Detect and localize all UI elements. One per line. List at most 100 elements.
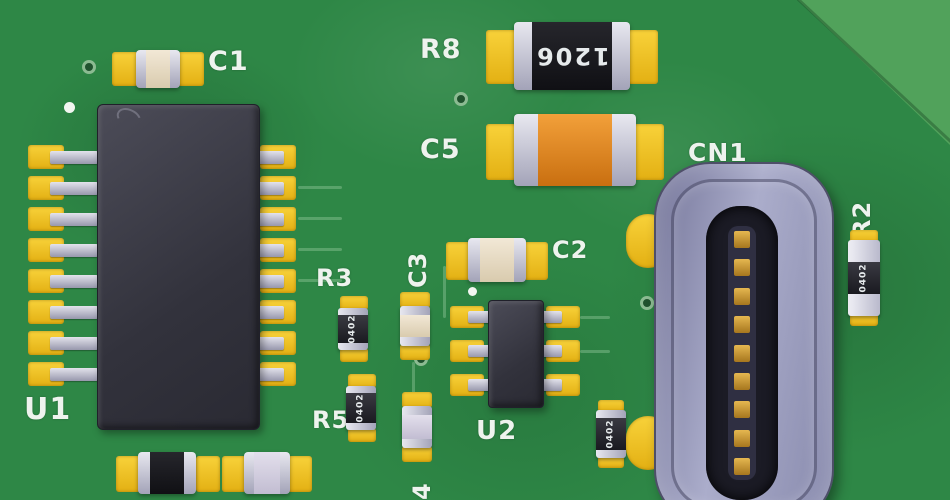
c5-label: C5	[420, 134, 461, 165]
pad	[340, 348, 368, 362]
usb-receptacle-slot	[706, 206, 778, 500]
terminal	[338, 308, 368, 315]
pad	[524, 242, 548, 280]
trace	[412, 362, 415, 394]
component-body	[254, 452, 280, 494]
c4-label-partial: 4	[408, 482, 436, 500]
r5-label: R5	[312, 406, 350, 434]
pin	[50, 306, 98, 319]
terminal	[514, 238, 526, 282]
usb-tongue	[728, 226, 756, 480]
cn1-label: CN1	[688, 138, 748, 167]
pad	[178, 52, 204, 86]
pin1-dot-u2	[468, 287, 477, 296]
terminal	[596, 410, 626, 418]
trace	[298, 248, 342, 251]
pin	[50, 275, 98, 288]
terminal	[280, 452, 290, 494]
usb-contact-pin	[734, 316, 750, 334]
terminal	[346, 423, 376, 430]
pad	[598, 400, 624, 412]
terminal	[612, 114, 636, 186]
c3-label: C3	[404, 251, 432, 288]
pin	[50, 151, 98, 164]
via	[82, 60, 96, 74]
pin	[50, 182, 98, 195]
capacitor-body	[538, 114, 612, 186]
usb-contact-pin	[734, 458, 750, 475]
terminal	[400, 337, 430, 346]
trace	[580, 316, 610, 319]
terminal	[514, 114, 538, 186]
terminal	[400, 306, 430, 315]
pin	[468, 345, 494, 357]
pad	[112, 52, 138, 86]
terminal	[612, 22, 630, 90]
u1-label: U1	[24, 392, 72, 427]
pad	[402, 392, 432, 408]
component-body	[150, 452, 184, 494]
trace	[580, 350, 610, 353]
r2-marking: 0402	[859, 263, 869, 293]
usb-contact-pin	[734, 401, 750, 419]
terminal	[514, 22, 532, 90]
resistor-body: 0402	[338, 314, 368, 344]
capacitor-body	[480, 238, 514, 282]
capacitor-body	[400, 315, 430, 337]
terminal	[170, 50, 180, 88]
terminal	[346, 386, 376, 393]
terminal	[848, 240, 880, 262]
c1-label: C1	[208, 46, 249, 77]
pin1-arc-mark	[113, 103, 145, 133]
pad	[340, 296, 368, 310]
usb-contact-pin	[734, 287, 750, 305]
usb-contact-pin	[734, 344, 750, 362]
r8-label: R8	[420, 34, 462, 65]
pad	[446, 242, 470, 280]
usb-contact-pin	[734, 259, 750, 277]
terminal	[184, 452, 196, 494]
usb-inner-ring	[671, 179, 817, 500]
pad	[196, 456, 220, 492]
pin	[50, 244, 98, 257]
pad	[348, 428, 376, 442]
pad	[402, 446, 432, 462]
usb-contact-pin	[734, 231, 750, 248]
pad	[222, 456, 246, 492]
pin	[50, 337, 98, 350]
pad	[598, 456, 624, 468]
resistor-marking: 0402	[606, 419, 616, 449]
pad	[628, 30, 658, 84]
trace	[298, 217, 342, 220]
via	[454, 92, 468, 106]
resistor-body: 0402	[596, 418, 626, 450]
pad	[486, 124, 516, 180]
pad	[634, 124, 664, 180]
pad	[288, 456, 312, 492]
pin	[50, 213, 98, 226]
terminal	[338, 343, 368, 350]
r3-marking: 0402	[348, 314, 358, 344]
pad	[348, 374, 376, 388]
terminal	[468, 238, 480, 282]
ic-package-body	[488, 300, 544, 408]
terminal	[138, 452, 150, 494]
resistor-body: 0402	[848, 262, 880, 294]
terminal	[848, 294, 880, 316]
resistor-body: 0402	[346, 393, 376, 423]
usb-contact-pin	[734, 372, 750, 390]
terminal	[244, 452, 254, 494]
pad	[486, 30, 516, 84]
via	[640, 296, 654, 310]
terminal	[596, 450, 626, 458]
resistor-body: 1206	[532, 22, 612, 90]
pad	[116, 456, 140, 492]
terminal	[136, 50, 146, 88]
ic-package-body	[97, 103, 260, 430]
usb-shell	[654, 162, 834, 500]
r3-label: R3	[316, 264, 354, 292]
trace	[298, 279, 342, 282]
usb-contact-pin	[734, 429, 750, 447]
pin	[468, 311, 494, 323]
